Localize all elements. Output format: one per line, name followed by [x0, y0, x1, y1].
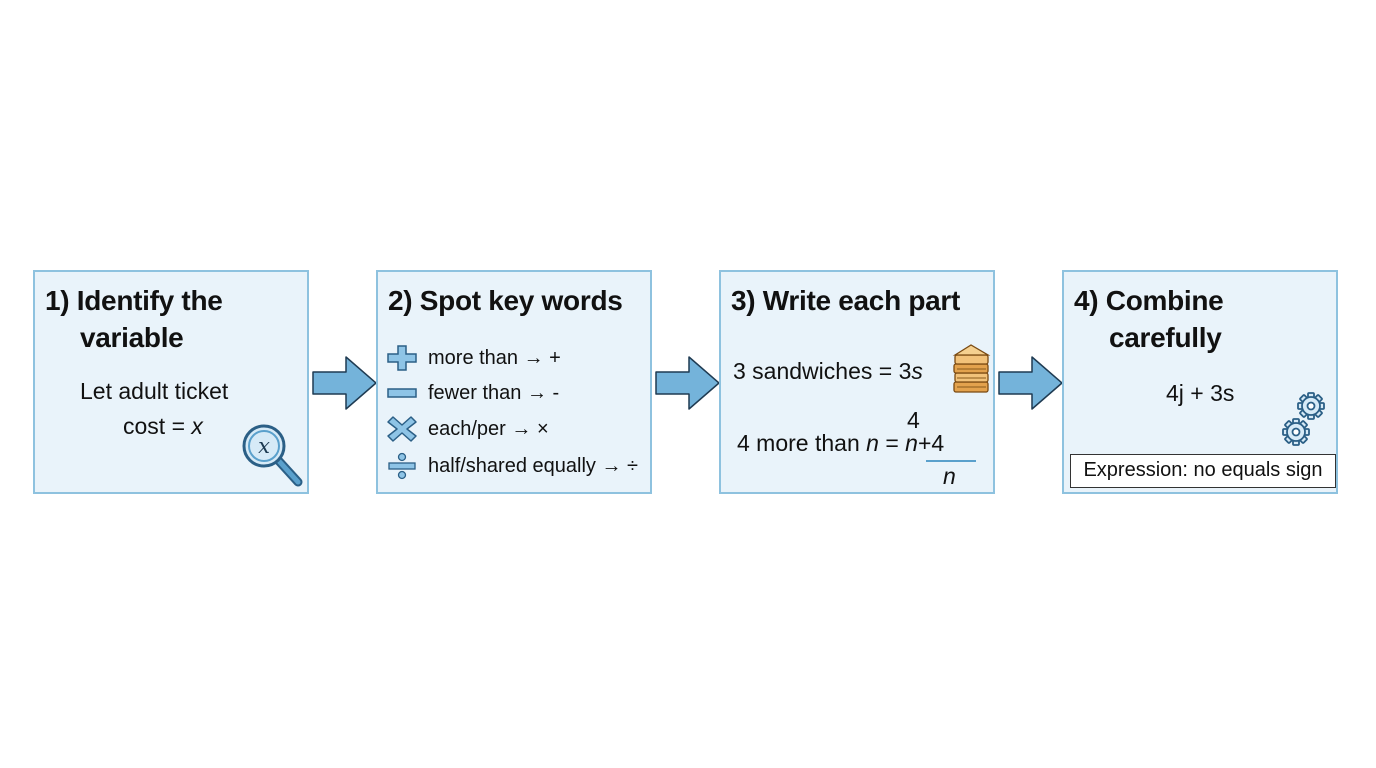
- step-3-title-line1: 3) Write each part: [731, 285, 961, 316]
- sandwich-stack-icon: [952, 344, 991, 393]
- step-3-line2-expr-rest: +4: [917, 430, 945, 456]
- plus-icon: [387, 345, 417, 371]
- step-4-title-line1: 4) Combine: [1074, 285, 1224, 316]
- step-1-variable: x: [191, 413, 203, 439]
- step-1-title-line1: 1) Identify the: [45, 285, 223, 316]
- step-2-title-line1: 2) Spot key words: [388, 285, 623, 316]
- keyword-fewer-than: fewer than → -: [428, 381, 560, 404]
- step-3-line2-expr-variable: n: [905, 430, 918, 456]
- step-3-fraction-top: 4: [907, 407, 920, 433]
- step-2-box: 2) Spot key words more than → + fewer th…: [376, 270, 652, 494]
- step-4-title: 4) Combine carefully: [1074, 282, 1224, 356]
- step-1-box: 1) Identify the variable Let adult ticke…: [33, 270, 309, 494]
- step-3-box: 3) Write each part 3 sandwiches = 3s 4 4…: [719, 270, 995, 494]
- step-3-fraction-bottom-variable: n: [943, 463, 956, 489]
- step-4-box: 4) Combine carefully 4j + 3s: [1062, 270, 1338, 494]
- keyword-row: fewer than → -: [386, 379, 559, 407]
- keyword-row: more than → +: [386, 344, 561, 372]
- step-4-expression: 4j + 3s: [1166, 380, 1235, 406]
- step-3-line1-prefix: 3 sandwiches = 3: [733, 358, 912, 384]
- step-4-title-line2: carefully: [1109, 322, 1222, 353]
- flow-arrow-2: [655, 356, 720, 410]
- step-3-line1: 3 sandwiches = 3s: [733, 358, 923, 385]
- times-icon: [387, 416, 417, 442]
- step-1-title: 1) Identify the variable: [45, 282, 223, 356]
- magnifier-glyph: x: [258, 434, 270, 458]
- keyword-more-than: more than → +: [428, 346, 561, 369]
- expression-note: Expression: no equals sign: [1070, 454, 1336, 488]
- step-3-line2-variable: n: [866, 430, 879, 456]
- step-1-line2: cost = x: [123, 413, 203, 440]
- step-3-line1-variable: s: [911, 358, 923, 384]
- step-1-title-line2: variable: [80, 322, 184, 353]
- flow-arrow-1: [312, 356, 377, 410]
- step-3-line2: 4 more than n = n+4: [737, 430, 944, 457]
- magnifier-x-icon: x: [242, 424, 303, 487]
- step-3-fraction-bottom: n: [943, 463, 956, 490]
- step-2-title: 2) Spot key words: [388, 282, 623, 319]
- keyword-row: half/shared equally → ÷: [386, 452, 638, 480]
- step-1-line1: Let adult ticket: [80, 378, 229, 404]
- keyword-each-per: each/per → ×: [428, 417, 549, 440]
- gears-icon: [1282, 392, 1325, 446]
- keyword-half-shared: half/shared equally → ÷: [428, 454, 638, 477]
- step-3-line2-equals: =: [878, 430, 906, 456]
- divide-icon: [388, 452, 416, 480]
- flow-arrow-3: [998, 356, 1063, 410]
- keyword-row: each/per → ×: [386, 415, 549, 443]
- step-3-title: 3) Write each part: [731, 282, 960, 319]
- step-1-line2-prefix: cost =: [123, 413, 192, 439]
- minus-icon: [387, 388, 417, 398]
- step-3-line2-prefix: 4 more than: [737, 430, 867, 456]
- fraction-bar: [926, 460, 976, 462]
